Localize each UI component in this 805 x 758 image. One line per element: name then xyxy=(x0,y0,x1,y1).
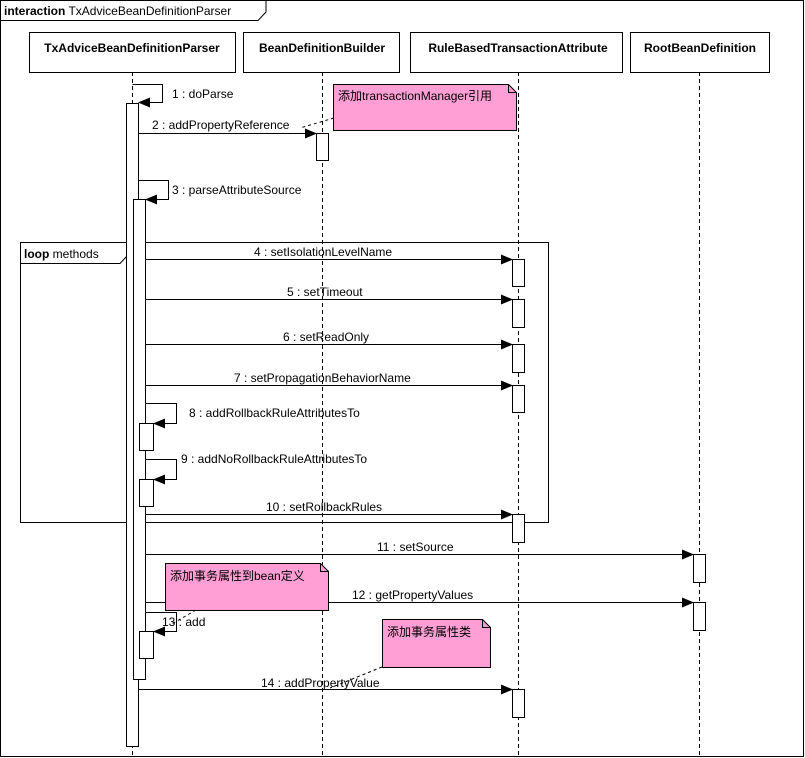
activation-set-read-only xyxy=(512,344,525,373)
lifeline-label-parser: TxAdviceBeanDefinitionParser xyxy=(44,41,220,55)
lifeline-header-parser xyxy=(29,32,236,73)
message-label-7: 7 : setPropagationBehaviorName xyxy=(234,371,411,385)
message-arrow-1 xyxy=(132,84,163,108)
lifeline-label-builder: BeanDefinitionBuilder xyxy=(259,41,385,55)
message-label-2: 2 : addPropertyReference xyxy=(152,118,290,132)
loop-fragment: loop methods xyxy=(20,242,549,523)
svg-text:loop methods: loop methods xyxy=(24,247,99,261)
activation-set-isolation xyxy=(512,259,525,287)
activation-add-no-rollback xyxy=(139,479,154,507)
message-arrow-3 xyxy=(138,180,169,205)
message-label-11: 11 : setSource xyxy=(377,540,454,554)
svg-text:interaction TxAdviceBeanDefini: interaction TxAdviceBeanDefinitionParser xyxy=(4,4,231,18)
lifeline-header-builder xyxy=(243,32,400,73)
activation-add-property-value xyxy=(512,689,525,718)
note-add-to-bean-definition: 添加事务属性到bean定义 xyxy=(165,563,329,611)
note-add-attribute-class: 添加事务属性类 xyxy=(382,619,491,668)
note-transaction-manager: 添加transactionManager引用 xyxy=(333,84,517,131)
note-anchors xyxy=(169,117,383,689)
activation-set-rollback-rules xyxy=(512,514,525,543)
message-labels: 1 : doParse 2 : addPropertyReference 3 :… xyxy=(152,87,473,690)
activation-set-source xyxy=(693,554,706,583)
message-label-12: 12 : getPropertyValues xyxy=(352,588,473,602)
lifeline-label-rule-attribute: RuleBasedTransactionAttribute xyxy=(428,41,608,55)
note-text-add-attribute-class: 添加事务属性类 xyxy=(387,624,471,639)
message-label-10: 10 : setRollbackRules xyxy=(266,500,382,514)
message-label-1: 1 : doParse xyxy=(172,87,234,101)
note-text-transaction-manager: 添加transactionManager引用 xyxy=(338,89,492,103)
message-arrow-9 xyxy=(145,459,177,485)
message-label-3: 3 : parseAttributeSource xyxy=(172,183,302,197)
message-arrows xyxy=(132,84,694,695)
note-text-add-to-bean-definition: 添加事务属性到bean定义 xyxy=(170,568,305,583)
activation-set-timeout xyxy=(512,299,525,328)
lifeline-label-root-bean: RootBeanDefinition xyxy=(644,41,756,55)
lifeline-headers: TxAdviceBeanDefinitionParser BeanDefinit… xyxy=(29,32,770,73)
message-arrow-13 xyxy=(145,612,177,637)
loop-name: methods xyxy=(53,247,99,261)
message-arrow-8 xyxy=(145,403,177,429)
message-label-8: 8 : addRollbackRuleAttributesTo xyxy=(189,406,360,420)
message-label-14: 14 : addPropertyValue xyxy=(261,676,380,690)
activations xyxy=(126,103,706,747)
activation-set-propagation xyxy=(512,385,525,413)
message-label-13: 13 : add xyxy=(162,615,205,629)
activation-add-rollback xyxy=(139,423,154,451)
loop-keyword: loop xyxy=(24,247,49,261)
message-label-4: 4 : setIsolationLevelName xyxy=(254,245,392,259)
activation-get-property-values xyxy=(693,602,706,631)
message-label-9: 9 : addNoRollbackRuleAttributesTo xyxy=(181,452,367,466)
lifeline-header-rule-attribute xyxy=(410,32,623,73)
activation-builder xyxy=(316,133,329,161)
message-label-5: 5 : setTimeout xyxy=(287,285,363,299)
frame-keyword: interaction xyxy=(4,4,65,18)
frame-title: TxAdviceBeanDefinitionParser xyxy=(68,4,231,18)
message-label-6: 6 : setReadOnly xyxy=(283,330,369,344)
activation-add xyxy=(139,631,154,659)
